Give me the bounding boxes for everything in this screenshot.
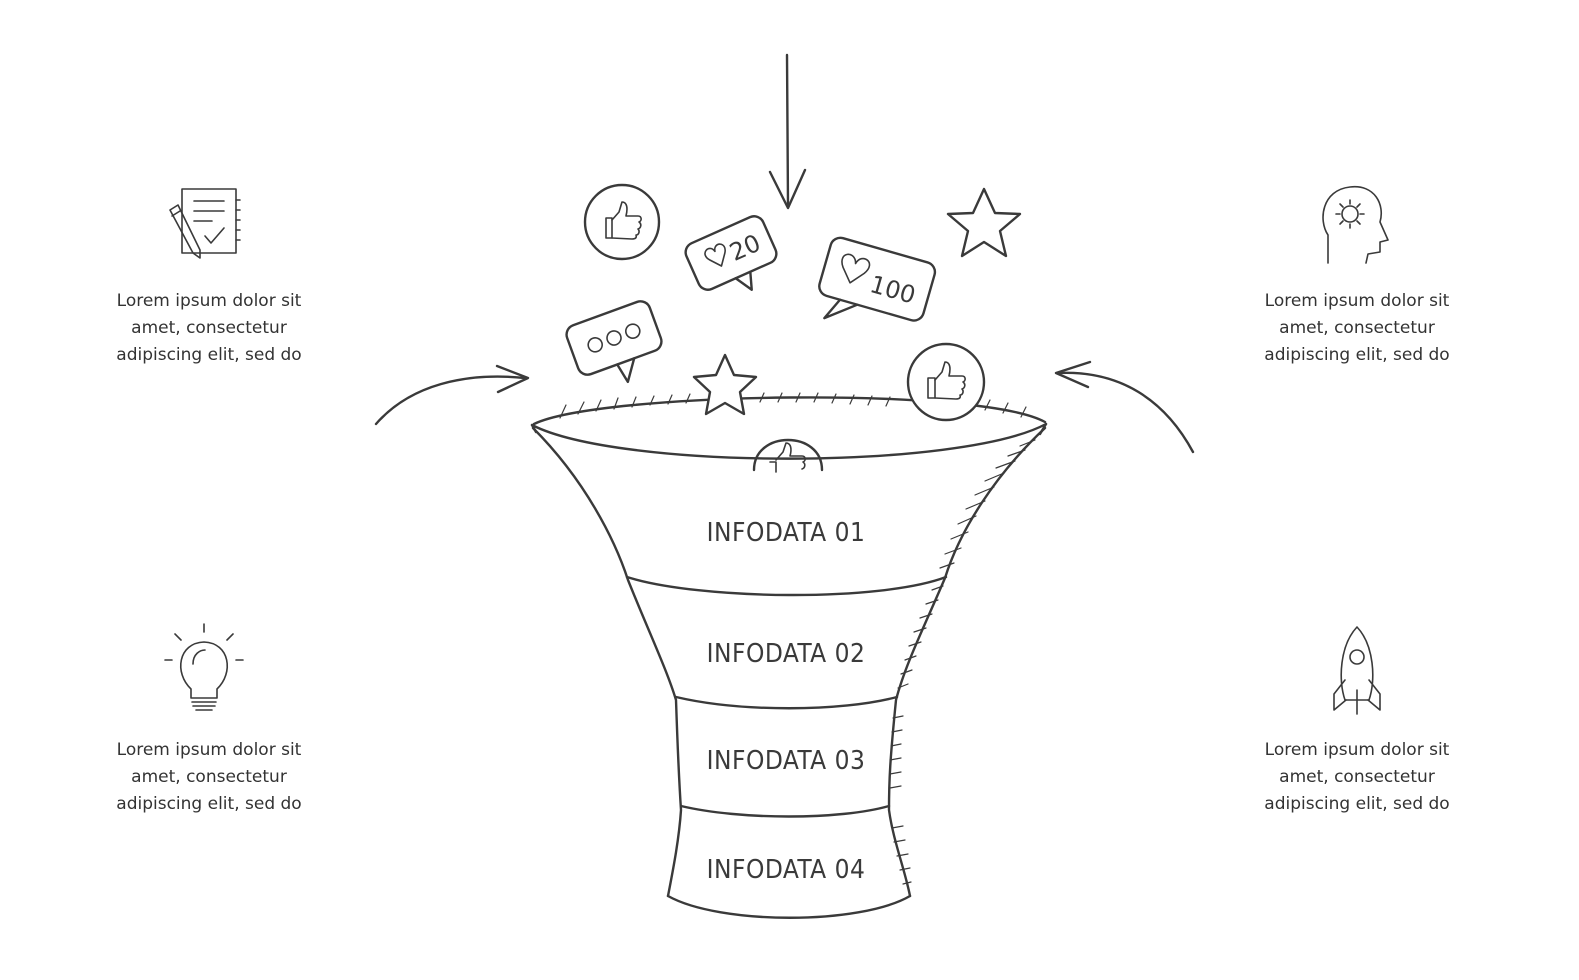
block-line: Lorem ipsum dolor sit xyxy=(1264,291,1450,311)
thumbs-up-icon xyxy=(752,438,824,473)
block-line: amet, consectetur xyxy=(131,318,287,338)
block-line: adipiscing elit, sed do xyxy=(1264,345,1450,365)
left-arrow xyxy=(374,364,530,426)
segment-divider-2 xyxy=(674,695,899,710)
info-block-bottom-left: Lorem ipsum dolor sit amet, consectetur … xyxy=(79,737,339,818)
block-line: amet, consectetur xyxy=(1279,767,1435,787)
info-block-top-right: Lorem ipsum dolor sit amet, consectetur … xyxy=(1227,288,1487,369)
thumbs-up-icon xyxy=(906,342,986,422)
heart-like-badge-small: 20 xyxy=(684,215,778,291)
segment-label-4: INFODATA 04 xyxy=(707,855,866,885)
heart-large-count: 100 xyxy=(867,270,919,310)
block-line: adipiscing elit, sed do xyxy=(116,345,302,365)
rocket-icon xyxy=(1333,626,1381,715)
thumbs-up-icon xyxy=(583,183,661,261)
funnel-shading xyxy=(889,439,1036,885)
segment-divider-1 xyxy=(625,575,948,597)
block-line: adipiscing elit, sed do xyxy=(1264,794,1450,814)
right-arrow xyxy=(1054,360,1195,454)
block-line: amet, consectetur xyxy=(131,767,287,787)
lightbulb-icon xyxy=(164,623,244,711)
segment-label-2: INFODATA 02 xyxy=(707,639,866,669)
info-block-top-left: Lorem ipsum dolor sit amet, consectetur … xyxy=(79,288,339,369)
block-line: Lorem ipsum dolor sit xyxy=(116,291,302,311)
block-line: adipiscing elit, sed do xyxy=(116,794,302,814)
block-line: Lorem ipsum dolor sit xyxy=(116,740,302,760)
block-line: amet, consectetur xyxy=(1279,318,1435,338)
heart-like-badge-large: 100 xyxy=(818,236,937,322)
chat-bubble-icon xyxy=(565,300,663,384)
rim-hatching xyxy=(559,392,1027,419)
head-gear-icon xyxy=(1322,186,1389,264)
segment-divider-3 xyxy=(679,804,891,818)
heart-small-count: 20 xyxy=(725,229,764,267)
segment-label-3: INFODATA 03 xyxy=(707,746,866,776)
star-icon xyxy=(692,353,758,416)
star-icon xyxy=(946,187,1022,258)
block-line: Lorem ipsum dolor sit xyxy=(1264,740,1450,760)
segment-label-1: INFODATA 01 xyxy=(707,518,866,548)
info-block-bottom-right: Lorem ipsum dolor sit amet, consectetur … xyxy=(1227,737,1487,818)
funnel: INFODATA 01 INFODATA 02 INFODATA 03 INFO… xyxy=(530,392,1048,919)
document-pen-icon xyxy=(169,188,241,259)
top-arrow xyxy=(768,53,807,210)
